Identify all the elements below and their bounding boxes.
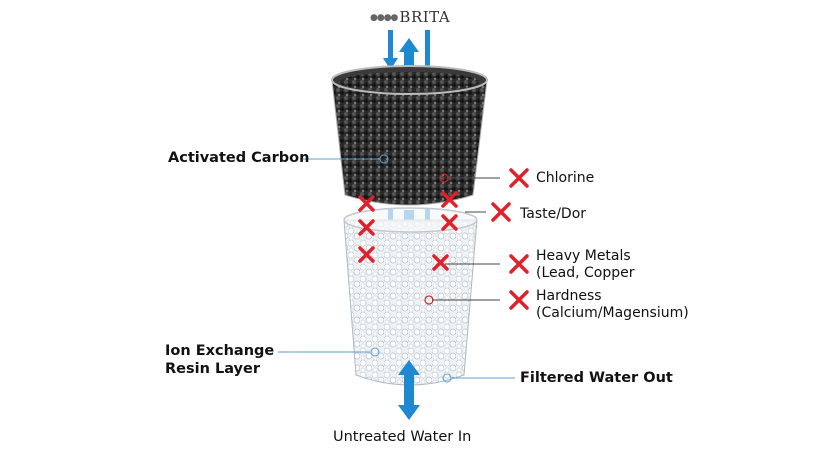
contaminant-markers [424,173,449,305]
ion-exchange-resin-cup [343,207,478,386]
label-filtered-water-out: Filtered Water Out [520,370,673,386]
label-ion-exchange-1: Ion Exchange [165,343,275,359]
contaminant-heavy-metals: Heavy Metals [536,248,631,264]
activated-carbon-cup [331,65,488,206]
label-untreated-water-in: Untreated Water In [333,429,472,445]
contaminant-heavy-metals-detail: (Lead, Copper [536,265,635,281]
contaminant-hardness: Hardness [536,288,602,304]
leader-lines [278,154,515,383]
contaminant-chlorine: Chlorine [536,170,595,186]
contaminant-hardness-detail: (Calcium/Magensium) [536,305,689,321]
contaminant-taste-odor: Taste/Dor [520,206,587,222]
brita-logo: ●●●●BRITA [370,8,451,26]
label-activated-carbon: Activated Carbon [168,150,310,166]
contaminant-leaders [432,177,500,301]
bidirectional-arrow-bottom [398,360,420,420]
label-ion-exchange-2: Resin Layer [165,361,260,377]
cross-icons [358,168,529,310]
